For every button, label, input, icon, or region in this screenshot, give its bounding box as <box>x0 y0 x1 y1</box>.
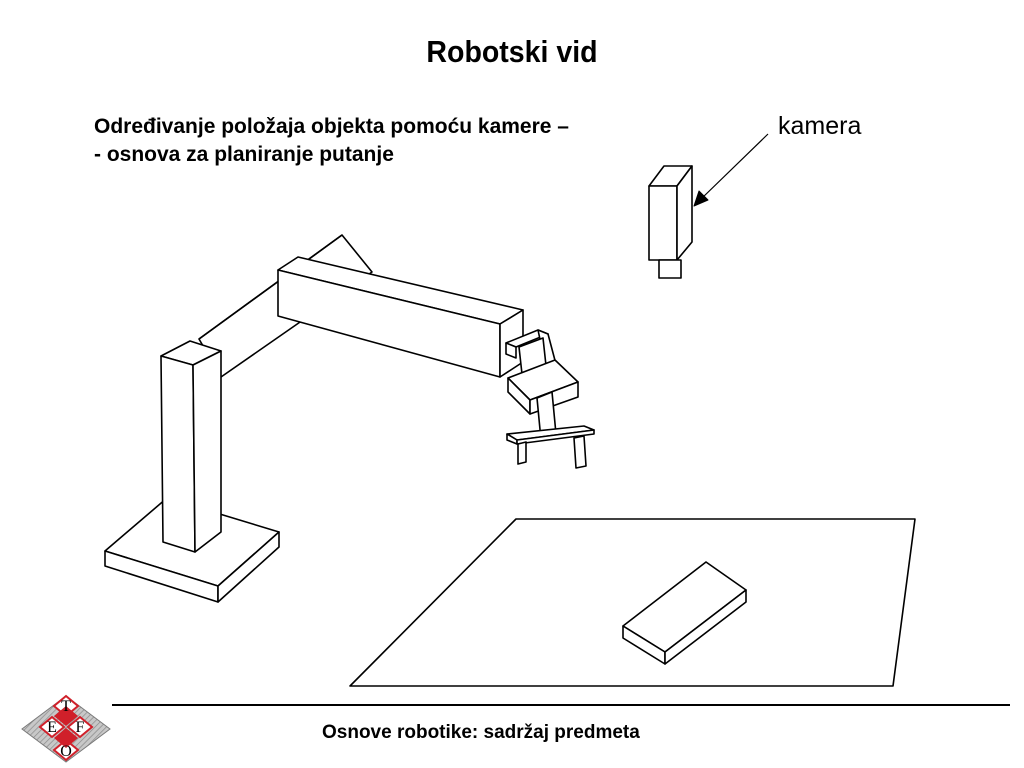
camera-body <box>648 165 693 279</box>
target-object <box>622 561 747 665</box>
subtitle-line-1: Određivanje položaja objekta pomoću kame… <box>94 115 569 138</box>
robot-column <box>160 340 222 553</box>
footer-divider <box>112 704 1010 706</box>
logo-letter-left: E <box>47 719 57 736</box>
slide-title: Robotski vid <box>426 34 598 69</box>
footer-text: Osnove robotike: sadržaj predmeta <box>322 722 640 743</box>
logo-letter-top: T <box>61 698 71 715</box>
camera-label: kamera <box>778 112 862 140</box>
subtitle-line-2: - osnova za planiranje putanje <box>94 143 394 166</box>
logo-letter-right: F <box>76 719 85 736</box>
logo-letter-bottom: O <box>60 743 72 760</box>
work-surface <box>349 518 916 687</box>
robot-arm <box>277 256 524 378</box>
camera-arrow <box>693 133 769 207</box>
robot-gripper <box>505 329 595 469</box>
slide-subtitle: Određivanje položaja objekta pomoću kame… <box>94 113 569 169</box>
etf-logo: T E F O <box>21 694 111 763</box>
